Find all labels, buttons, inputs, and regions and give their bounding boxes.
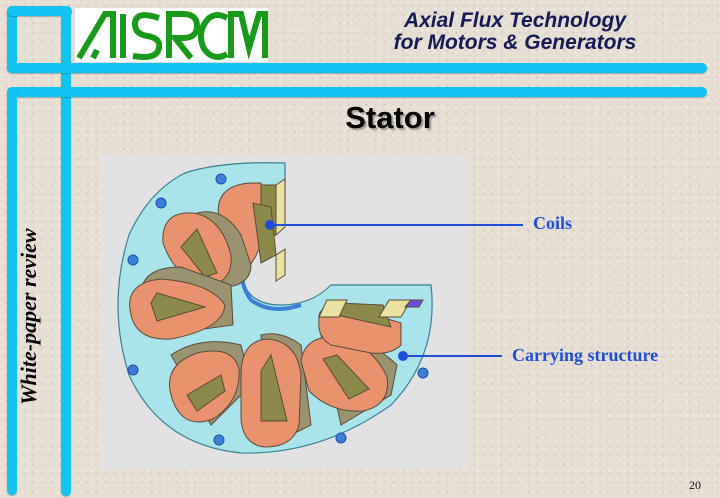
side-label: White-paper review	[16, 228, 41, 405]
frame-bar-top-vertical-left	[7, 6, 17, 72]
header-title: Axial Flux Technology for Motors & Gener…	[345, 10, 685, 54]
frame-bar-vertical-left	[7, 87, 17, 495]
frame-bar-horizontal-2	[7, 87, 707, 97]
carrying-structure-label: Carrying structure	[512, 345, 659, 365]
page-number: 20	[689, 478, 701, 492]
company-logo	[75, 8, 268, 62]
header-title-line2: for Motors & Generators	[393, 31, 637, 54]
slide-title: Stator	[345, 100, 435, 135]
stator-diagram-icon	[117, 162, 468, 454]
stator-image-panel	[101, 155, 468, 469]
coils-callout-line	[468, 224, 523, 226]
coils-label: Coils	[533, 213, 573, 233]
frame-bar-top-horizontal-short	[7, 6, 72, 16]
header-title-line1: Axial Flux Technology	[403, 9, 627, 32]
frame-bar-vertical-right	[61, 6, 71, 496]
frame-bar-horizontal-1	[7, 63, 707, 73]
structure-callout-line	[468, 355, 502, 357]
aisrcm-logo-icon	[76, 11, 268, 60]
